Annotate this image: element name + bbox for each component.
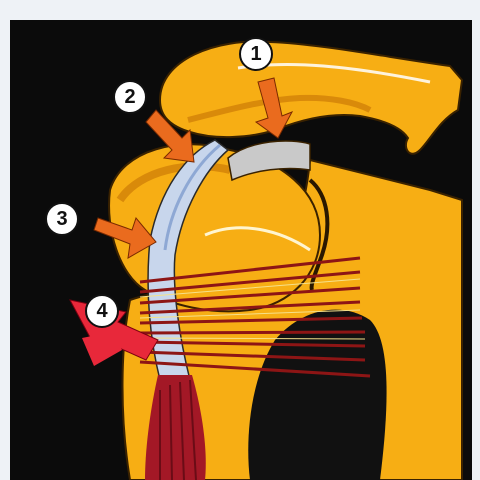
- marker-4-label: 4: [96, 300, 107, 323]
- marker-1-label: 1: [250, 43, 261, 66]
- marker-4: 4: [85, 294, 119, 328]
- marker-2-label: 2: [124, 86, 135, 109]
- marker-1: 1: [239, 37, 273, 71]
- shoulder-illustration: [10, 20, 472, 480]
- marker-2: 2: [113, 80, 147, 114]
- marker-3: 3: [45, 202, 79, 236]
- marker-3-label: 3: [56, 208, 67, 231]
